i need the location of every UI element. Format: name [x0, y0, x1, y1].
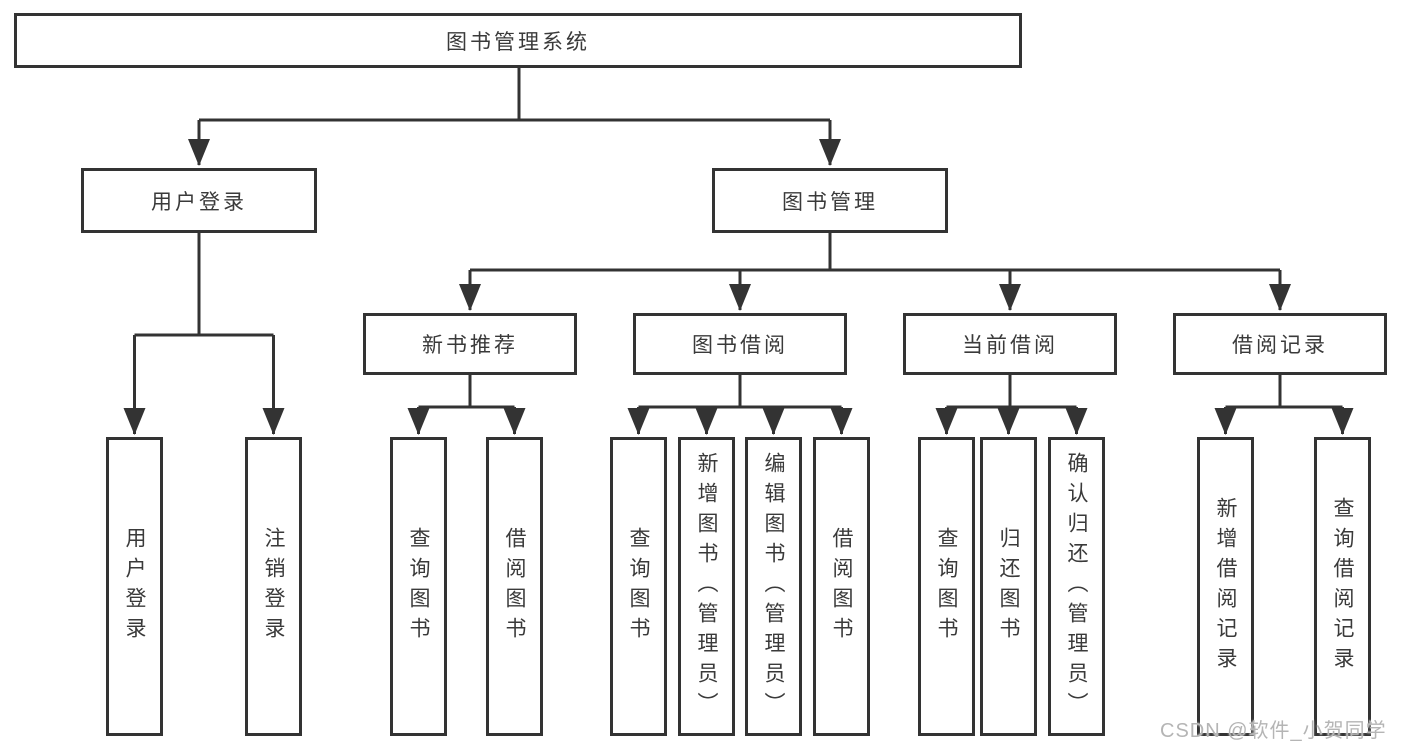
leaf-query-borrow-record-label: 查询借阅记录	[1331, 496, 1354, 677]
connector-user-login-children	[134, 233, 274, 337]
leaf-logout: 注销登录	[245, 437, 302, 736]
leaf-return-book: 归还图书	[980, 437, 1037, 736]
node-new-book-recommend: 新书推荐	[363, 313, 577, 375]
leaf-add-borrow-record-label: 新增借阅记录	[1214, 496, 1237, 677]
connector-book-management-children	[470, 233, 1280, 272]
leaf-add-book-admin: 新增图书（管理员）	[678, 437, 735, 736]
leaf-logout-label: 注销登录	[262, 526, 285, 647]
leaf-confirm-return-admin-label: 确认归还（管理员）	[1065, 451, 1088, 722]
leaf-borrow-book-label: 借阅图书	[830, 526, 853, 647]
node-current-borrow: 当前借阅	[903, 313, 1117, 375]
leaf-edit-book-admin: 编辑图书（管理员）	[745, 437, 802, 736]
leaf-add-book-admin-label: 新增图书（管理员）	[695, 451, 718, 722]
leaf-add-borrow-record: 新增借阅记录	[1197, 437, 1254, 736]
leaf-query-book-borrow-label: 查询图书	[627, 526, 650, 647]
leaf-query-book-current-label: 查询图书	[935, 526, 958, 647]
leaf-borrow-book: 借阅图书	[813, 437, 870, 736]
leaf-query-borrow-record: 查询借阅记录	[1314, 437, 1371, 736]
leaf-borrow-book-recommend-label: 借阅图书	[503, 526, 526, 647]
leaf-confirm-return-admin: 确认归还（管理员）	[1048, 437, 1105, 736]
leaf-user-login: 用户登录	[106, 437, 163, 736]
leaf-user-login-label: 用户登录	[123, 526, 146, 647]
leaf-borrow-book-recommend: 借阅图书	[486, 437, 543, 736]
leaf-query-book-recommend: 查询图书	[390, 437, 447, 736]
connector-book-borrow-children	[638, 375, 842, 409]
watermark: CSDN @软件_小贺同学	[1160, 720, 1387, 742]
connector-borrow-records-children	[1225, 375, 1343, 409]
connector-root-level2	[199, 68, 830, 122]
leaf-query-book-recommend-label: 查询图书	[407, 526, 430, 647]
node-borrow-records: 借阅记录	[1173, 313, 1387, 375]
leaf-query-book-borrow: 查询图书	[610, 437, 667, 736]
connector-new-book-recommend-children	[418, 375, 515, 409]
leaf-query-book-current: 查询图书	[918, 437, 975, 736]
leaf-edit-book-admin-label: 编辑图书（管理员）	[762, 451, 785, 722]
connector-current-borrow-children	[946, 375, 1077, 409]
node-book-borrow: 图书借阅	[633, 313, 847, 375]
node-user-login: 用户登录	[81, 168, 317, 233]
node-book-management: 图书管理	[712, 168, 948, 233]
leaf-return-book-label: 归还图书	[997, 526, 1020, 647]
node-root: 图书管理系统	[14, 13, 1022, 68]
